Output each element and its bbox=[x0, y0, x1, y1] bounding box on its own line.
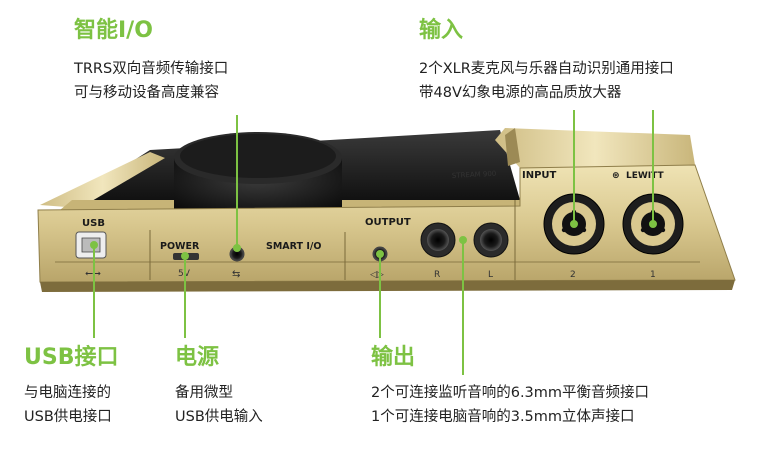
usb-title: USB接口 bbox=[24, 345, 119, 370]
input-desc-line-1: 2个XLR麦克风与乐器自动识别通用接口 bbox=[419, 61, 674, 77]
panel-label-ch2: 2 bbox=[570, 270, 576, 280]
input-title: 输入 bbox=[419, 18, 464, 43]
power-title: 电源 bbox=[175, 345, 220, 370]
usb-desc-line-2: USB供电接口 bbox=[24, 409, 112, 425]
output-jack-r bbox=[427, 229, 449, 251]
panel-label-output: OUTPUT bbox=[365, 217, 411, 228]
panel-label-input: INPUT bbox=[522, 170, 557, 181]
bidirectional-arrow-icon: ⇆ bbox=[232, 269, 240, 280]
lewitt-logo-icon: ⊛ bbox=[612, 171, 620, 181]
speaker-icon: ◁▷ bbox=[370, 270, 384, 280]
power-desc-line-2: USB供电输入 bbox=[175, 409, 263, 425]
brand-top-label: STREAM 900 bbox=[452, 170, 497, 180]
output-desc-line-1: 2个可连接监听音响的6.3mm平衡音频接口 bbox=[371, 385, 650, 401]
panel-label-ch1: 1 bbox=[650, 270, 656, 280]
output-jack-l bbox=[480, 229, 502, 251]
smart-io-title: 智能I/O bbox=[74, 18, 153, 43]
panel-label-power: POWER bbox=[160, 241, 200, 252]
panel-label-usb: USB bbox=[82, 218, 105, 229]
output-title: 输出 bbox=[371, 345, 416, 370]
panel-label-r: R bbox=[434, 270, 440, 280]
power-desc-line-1: 备用微型 bbox=[175, 385, 233, 401]
panel-label-l: L bbox=[488, 270, 493, 280]
usb-desc-line-1: 与电脑连接的 bbox=[24, 385, 111, 401]
panel-label-smart-io: SMART I/O bbox=[266, 241, 321, 252]
brand-label: LEWITT bbox=[626, 171, 665, 181]
output-desc-line-2: 1个可连接电脑音响的3.5mm立体声接口 bbox=[371, 409, 635, 425]
input-desc-line-2: 带48V幻象电源的高品质放大器 bbox=[419, 85, 622, 101]
smart-io-desc-line-2: 可与移动设备高度兼容 bbox=[74, 85, 219, 101]
smart-io-desc-line-1: TRRS双向音频传输接口 bbox=[74, 61, 229, 77]
